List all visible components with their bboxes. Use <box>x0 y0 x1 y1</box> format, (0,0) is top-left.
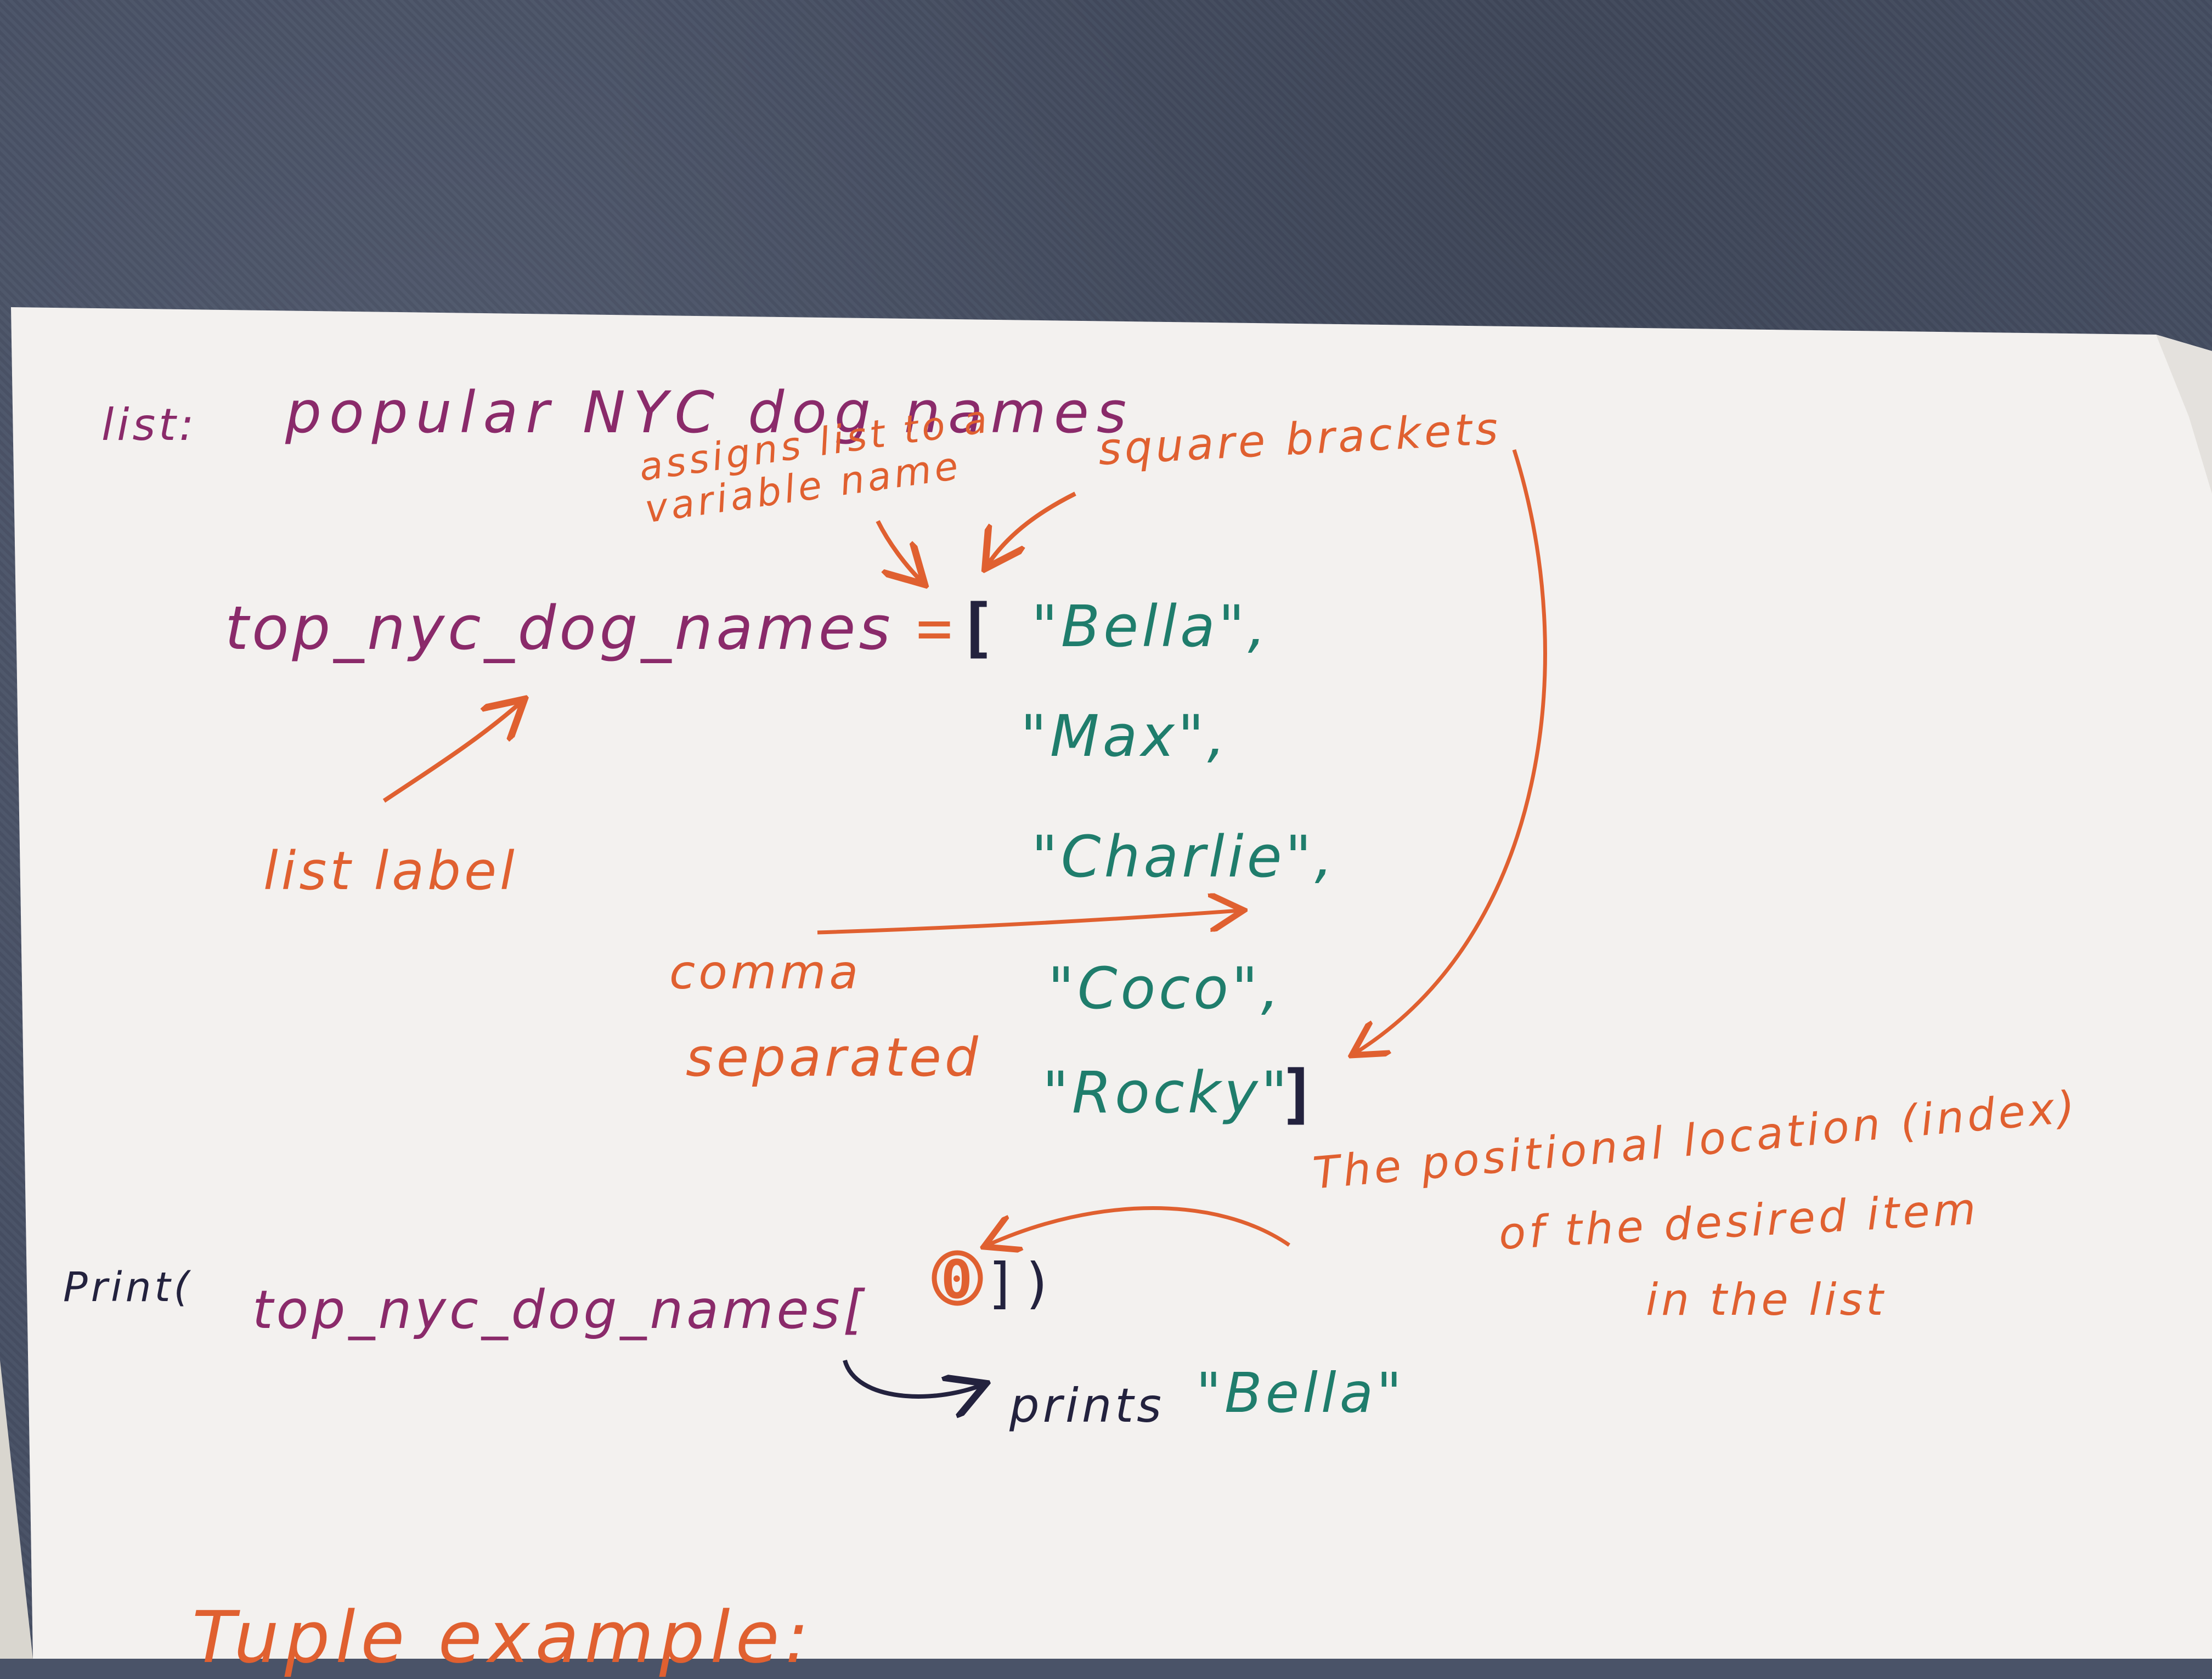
arrow-square-brackets <box>988 491 1076 565</box>
annotation-list-label: list label <box>263 840 518 902</box>
hook-arrow-prints <box>843 1359 982 1397</box>
print-keyword: Print( <box>63 1264 193 1311</box>
list-item-charlie: "Charlie", <box>1031 823 1336 890</box>
close-bracket: ] <box>1278 1056 1321 1132</box>
list-item-coco: "Coco", <box>1048 955 1283 1022</box>
list-item-max: "Max", <box>1020 703 1229 770</box>
index-circle <box>932 1250 983 1306</box>
prints-label: prints <box>1009 1378 1165 1433</box>
print-variable: top_nyc_dog_names[ <box>252 1279 867 1341</box>
arrow-index <box>988 1206 1290 1246</box>
annotation-separated: separated <box>686 1027 981 1088</box>
arrow-list-label <box>382 702 521 803</box>
arrow-closing-bracket <box>1355 449 1547 1053</box>
paper-shape <box>11 307 2212 1659</box>
print-index: 0 <box>941 1249 976 1310</box>
prints-result: "Bella" <box>1196 1361 1405 1425</box>
equals-sign: = <box>916 593 956 663</box>
list-item-bella: "Bella", <box>1031 593 1269 660</box>
print-close: ]) <box>985 1251 1058 1315</box>
arrow-comma <box>817 911 1240 935</box>
page-title: popular NYC dog names <box>285 379 1135 446</box>
arrow-assigns <box>876 520 922 581</box>
annotation-comma: comma <box>669 945 862 1000</box>
list-variable-name: top_nyc_dog_names <box>225 593 894 663</box>
paper-fold <box>2156 335 2212 494</box>
tuple-heading: Tuple example: <box>192 1596 815 1679</box>
annotation-index-line-3: in the list <box>1646 1274 1887 1325</box>
open-bracket: [ <box>957 590 1000 665</box>
list-item-rocky: "Rocky" <box>1042 1059 1291 1126</box>
list-prefix: list: <box>101 399 198 450</box>
paper-edge-shadow <box>0 1360 33 1659</box>
